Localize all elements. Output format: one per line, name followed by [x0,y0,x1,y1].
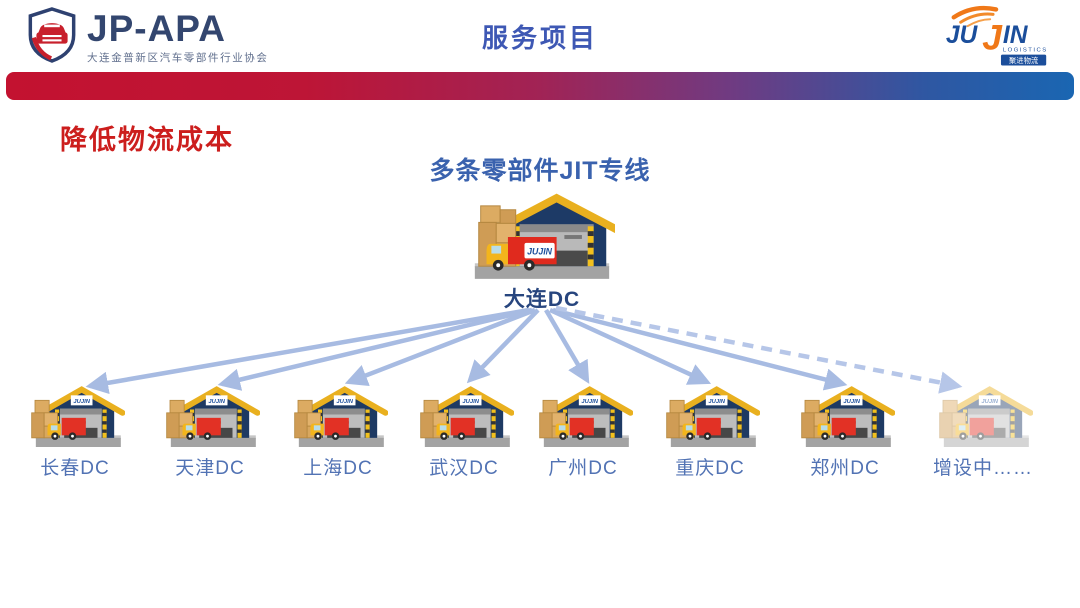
arrow-to-shanghai [344,307,536,386]
node-tianjin: 天津DC [155,384,265,480]
hub-label: 大连DC [503,288,581,311]
distribution-arrows [85,305,963,395]
page-title: 服务项目 [481,23,598,53]
arrow-to-zhengzhou [552,307,848,391]
node-label: 长春DC [40,458,110,479]
warehouse-icon [795,384,895,450]
node-label: 增设中…… [932,458,1033,479]
warehouse-icon [160,384,260,450]
arrow-to-changchun [85,307,530,395]
svg-text:J: J [982,18,1003,58]
hub-warehouse-icon [469,192,615,282]
hub-node: 大连DC [462,192,622,313]
node-label: 广州DC [548,458,618,479]
warehouse-icon [288,384,388,450]
shield-car-icon [26,6,78,69]
node-chongqing: 重庆DC [655,384,765,480]
node-label: 郑州DC [810,458,880,479]
section-title: 降低物流成本 [60,125,234,155]
header: JP-APA 大连金普新区汽车零部件行业协会 服务项目 JU J IN LOGI… [0,0,1080,70]
node-shanghai: 上海DC [283,384,393,480]
svg-text:聚进物流: 聚进物流 [1009,56,1039,65]
node-zhengzhou: 郑州DC [790,384,900,480]
warehouse-icon [25,384,125,450]
arrow-to-tianjin [217,307,533,391]
warehouse-icon [414,384,514,450]
svg-text:IN: IN [1003,22,1029,49]
warehouse-icon [933,384,1033,450]
svg-text:JU: JU [946,22,979,49]
node-label: 上海DC [303,458,373,479]
arrow-to-wuhan [466,308,540,384]
association-acronym: JP-APA [87,8,226,49]
arrow-to-expansion [555,305,963,394]
node-guangzhou: 广州DC [528,384,638,480]
warehouse-icon [660,384,760,450]
flame-icon [951,5,999,28]
diagram-title: 多条零部件JIT专线 [429,157,651,185]
node-wuhan: 武汉DC [409,384,519,480]
arrow-to-guangzhou [544,308,590,384]
warehouse-icon [533,384,633,450]
association-name: 大连金普新区汽车零部件行业协会 [87,52,269,64]
jujin-logo: JU J IN LOGISTICS 聚进物流 [940,2,1058,73]
node-expansion: 增设中…… [928,384,1038,480]
arrow-to-chongqing [549,307,712,385]
node-changchun: 长春DC [20,384,130,480]
divider-bar [6,72,1074,100]
node-label: 武汉DC [429,458,499,479]
association-logo: JP-APA 大连金普新区汽车零部件行业协会 [26,6,269,69]
node-label: 天津DC [175,458,245,479]
svg-text:LOGISTICS: LOGISTICS [1003,48,1048,54]
node-label: 重庆DC [675,458,745,479]
